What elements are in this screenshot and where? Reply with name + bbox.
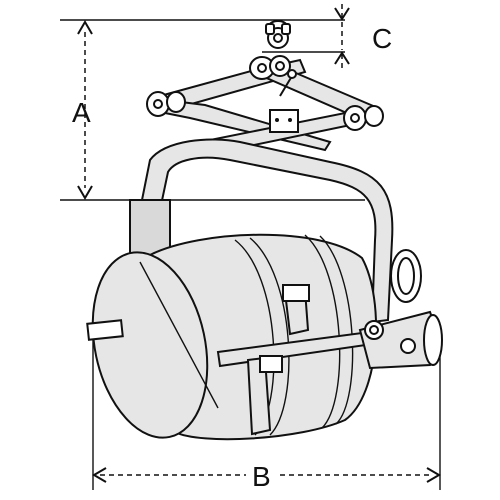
dimension-c: C xyxy=(334,4,392,72)
dimension-b: B xyxy=(92,330,441,493)
lifting-shackle xyxy=(265,20,291,49)
drum-lid xyxy=(91,251,209,439)
pivot-pins xyxy=(146,55,384,131)
center-bracket xyxy=(269,109,299,133)
tilt-handwheel xyxy=(358,249,443,370)
drum xyxy=(86,233,377,441)
clamping-band xyxy=(216,284,388,436)
dimension-c-label: C xyxy=(372,23,392,54)
dimension-a: A xyxy=(72,20,93,200)
lifting-hook-frame xyxy=(138,138,394,324)
dimension-b-label: B xyxy=(252,461,271,492)
dimension-a-label: A xyxy=(72,97,91,128)
